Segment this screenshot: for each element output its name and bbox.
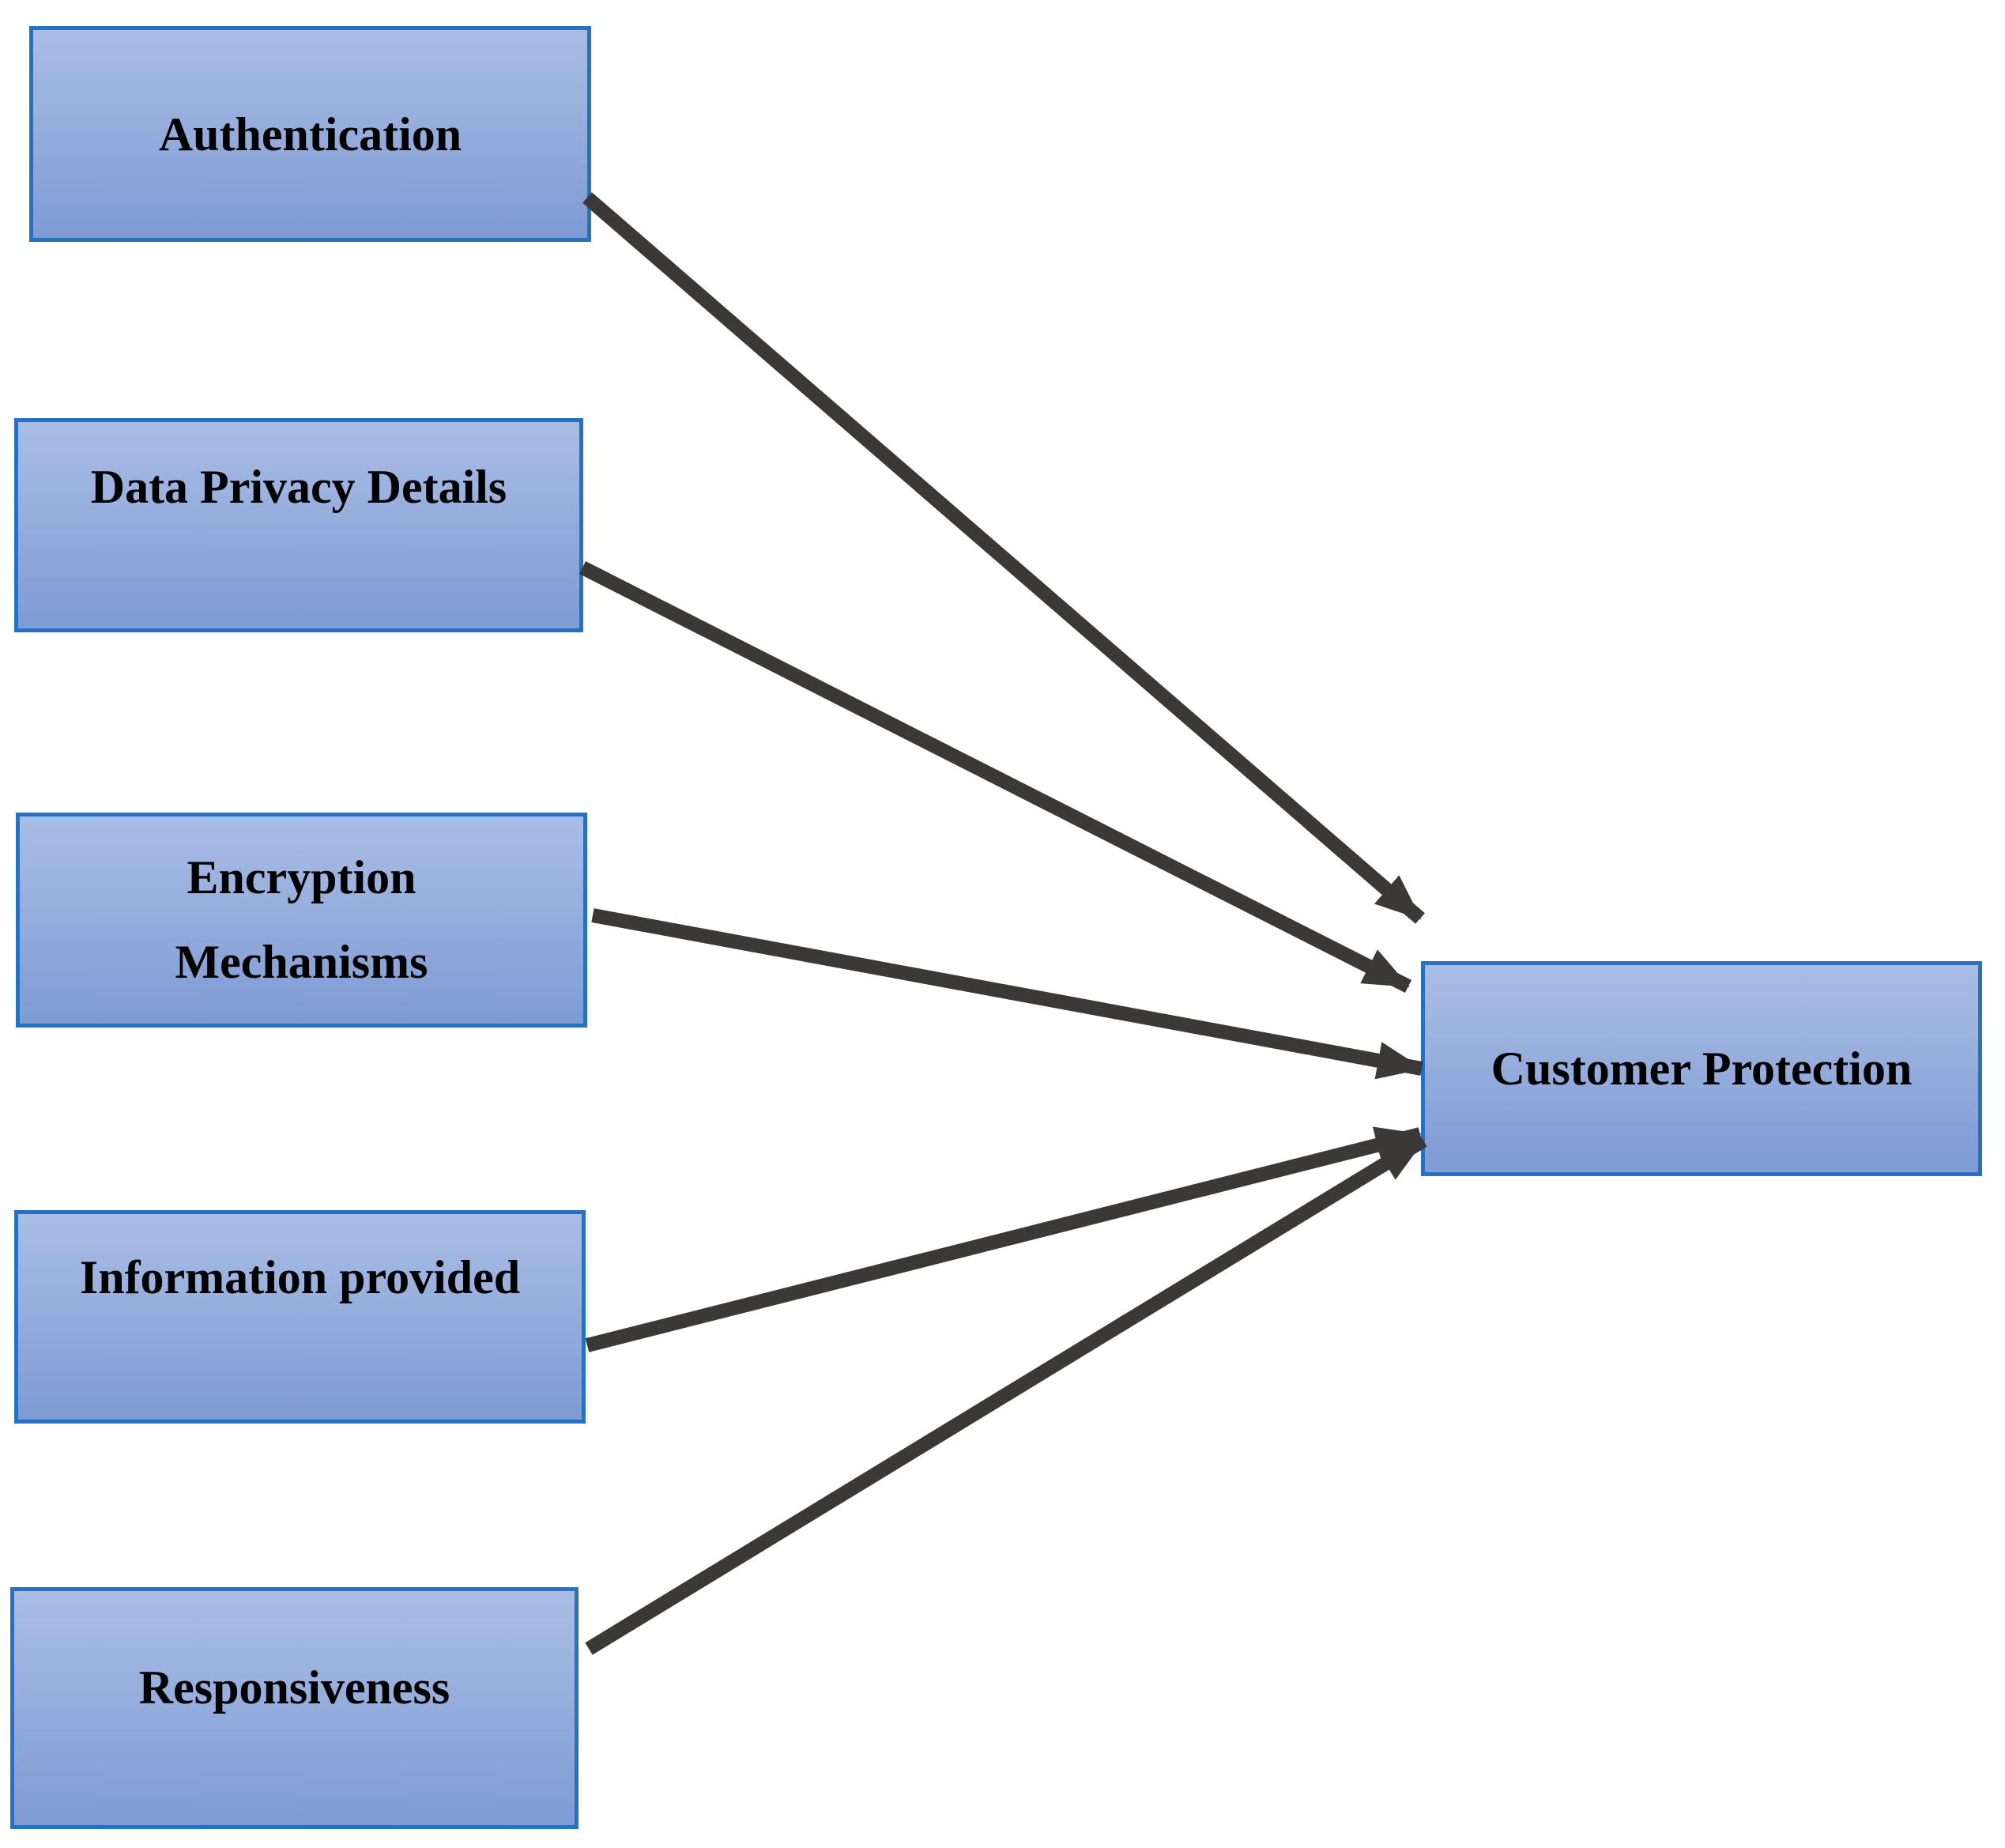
node-encryption-mechanisms: Encryption Mechanisms	[16, 813, 587, 1028]
edge-authentication-arrow	[582, 192, 1425, 924]
edge-responsiveness-arrow	[585, 1134, 1427, 1655]
node-information-provided: Information provided	[14, 1210, 586, 1424]
edge-information-arrow	[585, 1126, 1423, 1352]
node-responsiveness: Responsiveness	[10, 1587, 579, 1829]
node-data-privacy-details-label: Data Privacy Details	[90, 461, 507, 513]
node-customer-protection: Customer Protection	[1421, 961, 1982, 1176]
node-authentication-label: Authentication	[158, 107, 462, 160]
node-encryption-mechanisms-label: Encryption Mechanisms	[175, 851, 428, 988]
node-information-provided-label: Information provided	[79, 1251, 521, 1303]
node-data-privacy-details: Data Privacy Details	[14, 418, 583, 632]
edge-data-privacy-arrow	[579, 560, 1412, 994]
node-responsiveness-label: Responsiveness	[138, 1661, 450, 1714]
node-customer-protection-label: Customer Protection	[1491, 1043, 1913, 1095]
node-authentication: Authentication	[29, 26, 591, 242]
edge-encryption-arrow	[591, 908, 1423, 1080]
